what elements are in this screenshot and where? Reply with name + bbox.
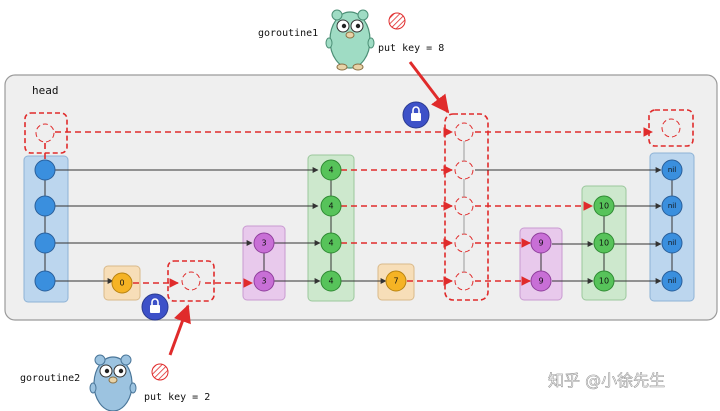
nil-node-level4-label: nil [668, 166, 676, 174]
nil-node-level1-label: nil [668, 277, 676, 285]
gopher-icon [89, 354, 137, 411]
node-3-level2-label: 3 [261, 239, 266, 248]
node-7 [385, 270, 407, 292]
nil-node-level4 [661, 159, 683, 181]
node-9-level1 [530, 270, 552, 292]
node-10-level3-label: 10 [599, 202, 609, 211]
node-9-level2 [530, 232, 552, 254]
node-9-level2-label: 9 [538, 239, 543, 248]
nil-node-level3 [661, 195, 683, 217]
hatched-circle-icon [388, 12, 406, 30]
node-10-level1-label: 10 [599, 277, 609, 286]
watermark: 知乎 @小徐先生 [548, 371, 665, 390]
hatched-circle-icon [151, 363, 169, 381]
node-4-level4 [320, 159, 342, 181]
lock-icon [141, 293, 169, 321]
put-key-8-label: put key = 8 [378, 43, 444, 54]
head-label: head [32, 84, 59, 97]
node-4-level3-label: 4 [328, 202, 333, 211]
nil-node-level3-label: nil [668, 202, 676, 210]
goroutine2-label: goroutine2 [20, 373, 80, 384]
goroutine2-arrow [168, 304, 191, 356]
node-10-level1 [593, 270, 615, 292]
forward-pointers [55, 167, 662, 284]
insertion-pointers [44, 127, 653, 288]
put-key-2-label: put key = 2 [144, 392, 210, 403]
node-7-label: 7 [393, 277, 398, 286]
head-column [23, 155, 69, 303]
node-10-level3 [593, 195, 615, 217]
node-4-level4-label: 4 [328, 166, 333, 175]
node-3-level2 [253, 232, 275, 254]
node-4-level2 [320, 232, 342, 254]
node-4-level3 [320, 195, 342, 217]
goroutine1-arrow [408, 61, 450, 114]
node-4-level1-label: 4 [328, 277, 333, 286]
node-3-level1-label: 3 [261, 277, 266, 286]
goroutine1-label: goroutine1 [258, 28, 318, 39]
node-4-level2-label: 4 [328, 239, 333, 248]
lock-icon [402, 101, 430, 129]
gopher-icon [325, 9, 375, 71]
node-3-level1 [253, 270, 275, 292]
node-10-level2 [593, 232, 615, 254]
nil-node-level2-label: nil [668, 239, 676, 247]
node-9-level1-label: 9 [538, 277, 543, 286]
node-0-label: 0 [119, 279, 124, 288]
node-4-level1 [320, 270, 342, 292]
node-0 [111, 272, 133, 294]
nil-node-level1 [661, 270, 683, 292]
head-nodes [34, 159, 56, 292]
nil-node-level2 [661, 232, 683, 254]
node-10-level2-label: 10 [599, 239, 609, 248]
